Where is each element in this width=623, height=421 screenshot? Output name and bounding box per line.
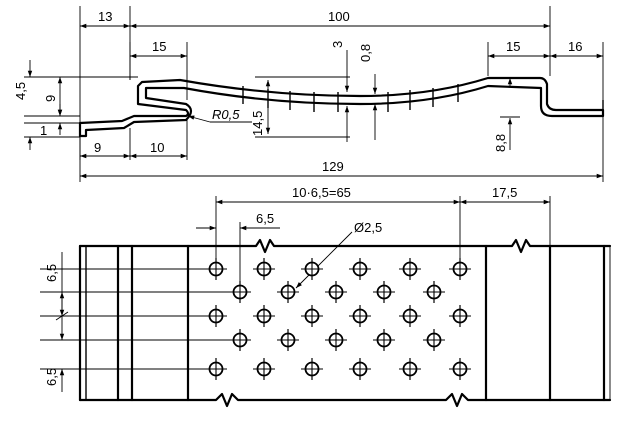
plate-top-edge [78,238,612,254]
hole [253,305,275,327]
hole [205,258,227,280]
hole [349,305,371,327]
plate-extension-lines [40,196,551,370]
hole [229,329,251,351]
hole [253,358,275,380]
hole [325,329,347,351]
dim-hole-diameter: Ø2,5 [354,220,382,235]
dim-6-5-top: 6,5 [44,264,59,282]
profile-view: 13 100 15 15 16 3 0,8 14,5 8,8 4,5 9 [13,6,605,182]
dim-6-5-horizontal: 6,5 [256,211,274,226]
hole [449,305,471,327]
hole [399,305,421,327]
hole [423,281,445,303]
hole [449,358,471,380]
dim-6-5-bottom: 6,5 [44,368,59,386]
hole [349,258,371,280]
hole [301,258,323,280]
hole-pattern [205,258,471,380]
hole [205,358,227,380]
dim-129: 129 [322,159,344,174]
hole [349,358,371,380]
dim-10-bottom: 10 [150,140,164,155]
dim-4-5: 4,5 [13,82,28,100]
hole [373,281,395,303]
dim-13: 13 [98,9,112,24]
dim-100: 100 [328,9,350,24]
plate-vertical-lines [78,244,611,402]
plate-view: 10·6,5=65 17,5 6,5 Ø2,5 6,5 6,5 [40,185,612,408]
dim-15-left: 15 [152,39,166,54]
dim-0-8: 0,8 [358,44,373,62]
dim-1: 1 [40,123,47,138]
profile-outer-contour [78,76,605,138]
hole [205,305,227,327]
hole [253,258,275,280]
hole [399,358,421,380]
dim-16: 16 [568,39,582,54]
hole [373,329,395,351]
hole [325,281,347,303]
plate-bottom-edge [78,392,612,408]
hole [423,329,445,351]
radius-r0-5: R0,5 [212,107,240,122]
hole [399,258,421,280]
dim-9-vertical: 9 [43,95,58,102]
dim-3: 3 [330,41,345,48]
dim-15-right: 15 [506,39,520,54]
hole [301,358,323,380]
dim-9-bottom: 9 [94,140,101,155]
dim-8-8: 8,8 [493,134,508,152]
profile-extension-lines [24,6,604,182]
hole [449,258,471,280]
hole [277,329,299,351]
dim-17-5: 17,5 [492,185,517,200]
dim-14-5: 14,5 [250,111,265,136]
dim-pitch-total: 10·6,5=65 [292,185,351,200]
hole [301,305,323,327]
hole [229,281,251,303]
hole [277,281,299,303]
